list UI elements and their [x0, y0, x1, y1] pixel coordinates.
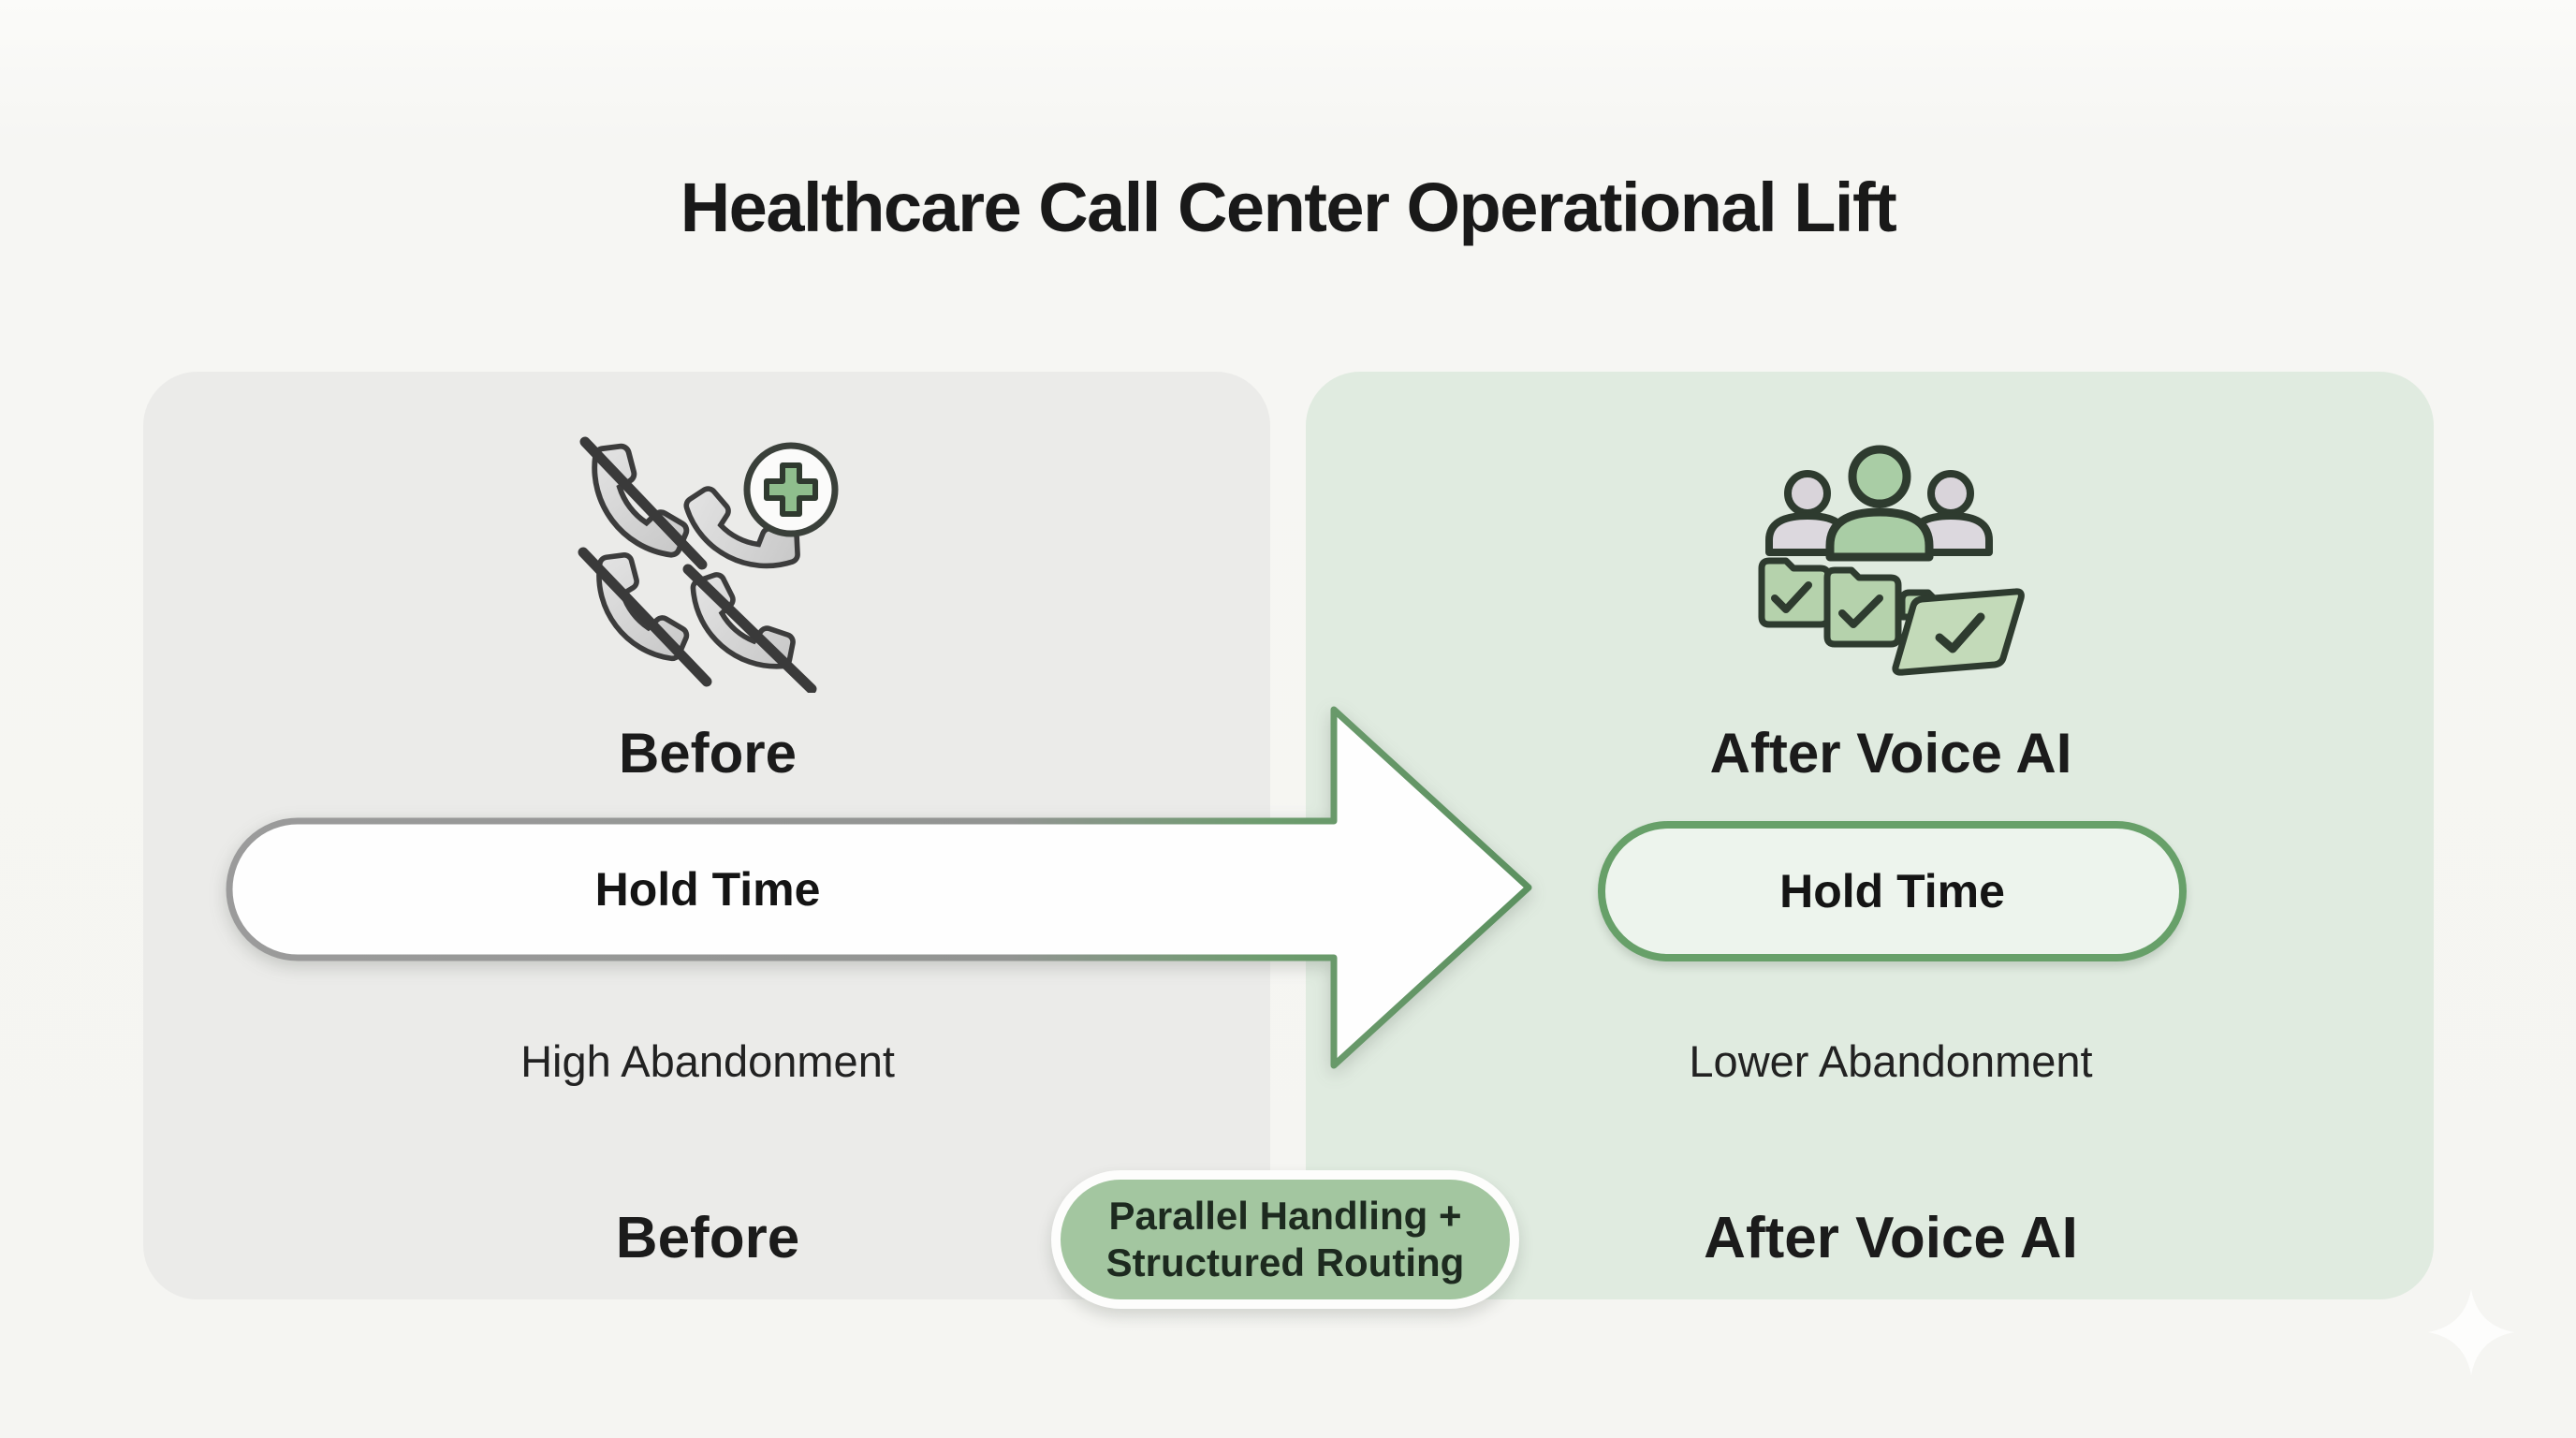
four-point-sparkle-icon	[2428, 1289, 2514, 1375]
agents-folders-checkmark-icon	[1758, 445, 2025, 676]
hold-time-pill-before: Hold Time	[594, 863, 821, 916]
before-sub-label: High Abandonment	[520, 1036, 895, 1086]
page-title: Healthcare Call Center Operational Lift	[680, 169, 1897, 246]
after-sub-label: Lower Abandonment	[1689, 1036, 2093, 1086]
badge-line1: Parallel Handling +	[1108, 1194, 1462, 1239]
badge-line2: Structured Routing	[1105, 1240, 1465, 1284]
after-heading: After Voice AI	[1709, 722, 2072, 785]
hold-time-pill-after: Hold Time	[1598, 821, 2187, 961]
crossed-phones-medical-cross-icon	[578, 436, 839, 693]
hold-time-label: Hold Time	[1779, 865, 2005, 917]
after-footer-label: After Voice AI	[1704, 1206, 2078, 1270]
transition-badge: Parallel Handling + Structured Routing	[1051, 1170, 1519, 1309]
before-footer-label: Before	[615, 1206, 800, 1270]
right-arrow-icon	[226, 706, 1532, 1069]
before-heading: Before	[618, 722, 798, 785]
